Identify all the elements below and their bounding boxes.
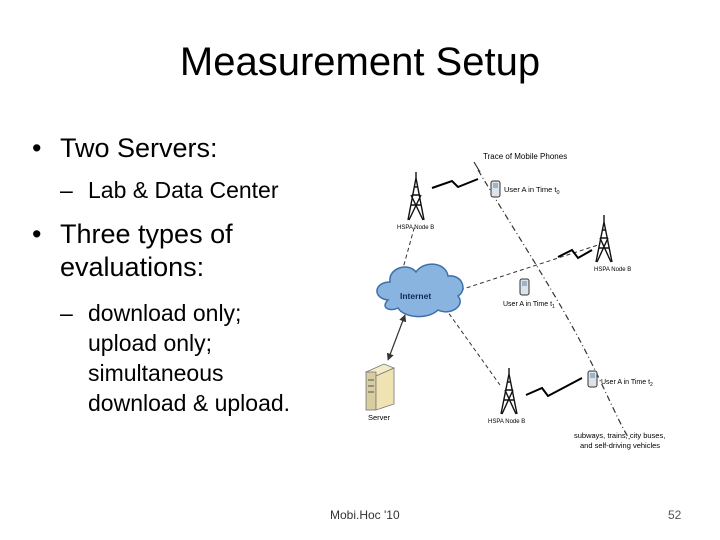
tower-icon <box>501 368 517 414</box>
slide-title: Measurement Setup <box>0 40 720 85</box>
dash-icon: – <box>60 175 88 205</box>
vehicles-label-line1: subways, trains, city buses, <box>574 431 665 440</box>
server-icon <box>366 364 394 410</box>
trace-label: Trace of Mobile Phones <box>483 152 567 161</box>
bullet-evaluations: • Three types of evaluations: <box>32 218 233 284</box>
phone-icon <box>491 181 500 197</box>
user-t2-label: User A in Time t2 <box>601 379 653 388</box>
user-t0-label: User A in Time t0 <box>504 185 560 196</box>
nodeb-top-label: HSPA Node B <box>397 225 434 231</box>
nodeb-bottom-label: HSPA Node B <box>488 419 525 425</box>
wireless-link-top <box>432 179 478 188</box>
sub-bullet-line: download only; <box>88 298 290 328</box>
link-internet-nodeb-top <box>402 225 415 272</box>
bullet-line: evaluations: <box>60 251 233 284</box>
page-number: 52 <box>668 508 681 522</box>
wireless-link-bottom <box>526 378 582 396</box>
internet-label: Internet <box>400 291 431 301</box>
sub-bullet-evaluation-types: – download only; upload only; simultaneo… <box>60 298 290 418</box>
tower-icon <box>408 172 424 220</box>
bullet-text: Two Servers: <box>60 132 218 165</box>
sub-bullet-lab: – Lab & Data Center <box>60 175 279 205</box>
sub-bullet-line: download & upload. <box>88 388 290 418</box>
tower-icon <box>596 215 612 262</box>
bullet-dot-icon: • <box>32 218 60 284</box>
sub-bullet-line: upload only; <box>88 328 290 358</box>
trace-start-tick <box>474 162 480 172</box>
link-internet-server <box>388 315 405 360</box>
bullet-dot-icon: • <box>32 132 60 165</box>
link-internet-nodeb-bottom <box>445 308 500 385</box>
bullet-two-servers: • Two Servers: <box>32 132 218 165</box>
dash-icon: – <box>60 298 88 418</box>
phone-icon <box>588 371 597 387</box>
footer-conference: Mobi.Hoc '10 <box>330 508 400 522</box>
bullet-line: Three types of <box>60 218 233 251</box>
server-label: Server <box>368 413 391 422</box>
vehicles-label-line2: and self-driving vehicles <box>580 441 660 450</box>
nodeb-right-label: HSPA Node B <box>594 267 631 273</box>
user-t1-label: User A in Time t1 <box>503 301 555 310</box>
sub-bullet-line: simultaneous <box>88 358 290 388</box>
phone-icon <box>520 279 529 295</box>
network-diagram: Trace of Mobile Phones User A in Time t0… <box>350 145 690 465</box>
sub-bullet-text: Lab & Data Center <box>88 175 279 205</box>
